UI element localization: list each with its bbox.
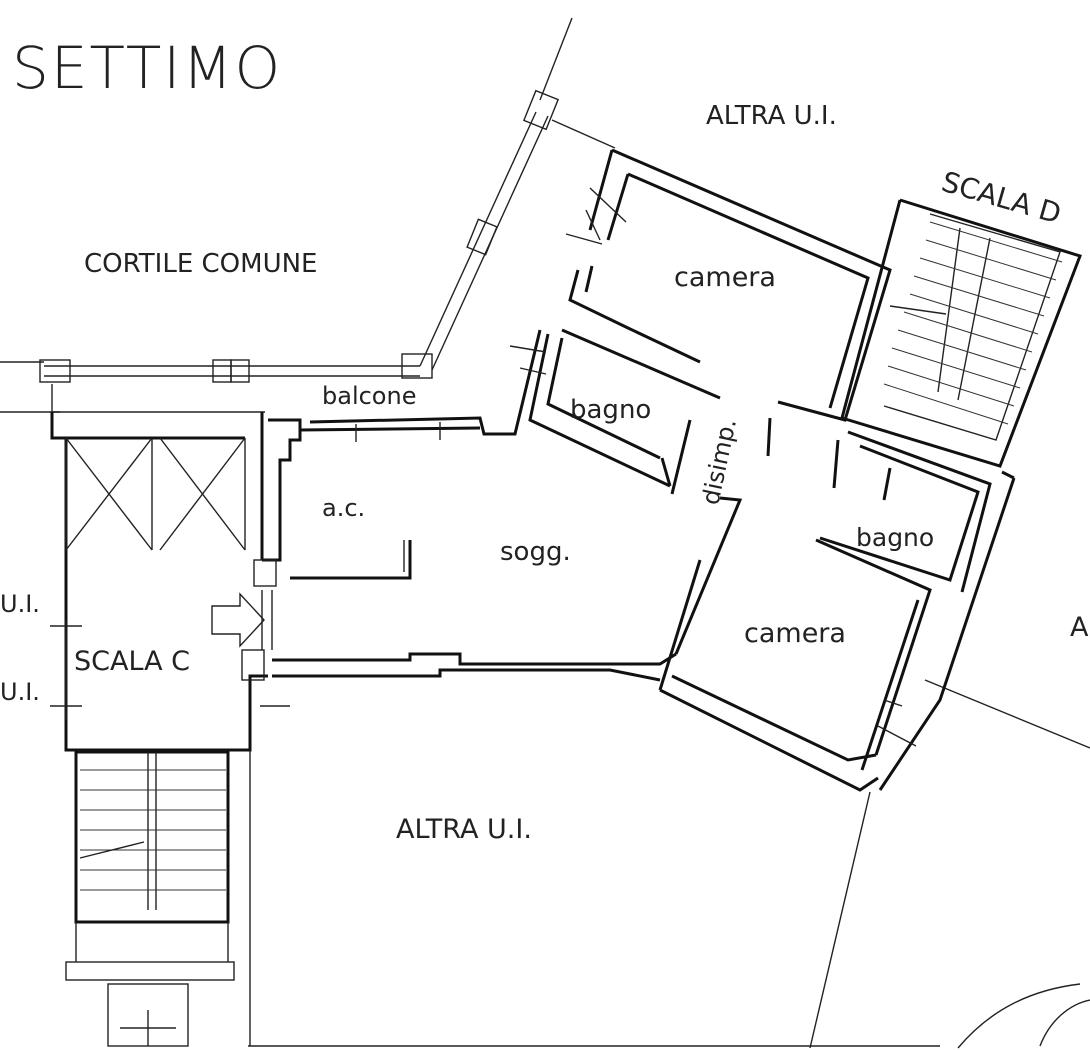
- label-ui-left-1: U.I.: [0, 590, 40, 618]
- label-camera-right: camera: [744, 618, 846, 649]
- label-altra-ui-bottom: ALTRA U.I.: [396, 814, 532, 845]
- label-altra-ui-top: ALTRA U.I.: [706, 101, 837, 131]
- site-lines: [0, 17, 1090, 1049]
- label-scala-c: SCALA C: [74, 646, 190, 677]
- column: [466, 218, 498, 256]
- label-disimp: disimp.: [696, 416, 742, 507]
- stair-c: [50, 412, 290, 1047]
- label-ui-left-2: U.I.: [0, 678, 40, 706]
- label-ac: a.c.: [322, 494, 365, 522]
- label-bagno-mid: bagno: [570, 395, 651, 425]
- floor-title: SETTIMO: [12, 34, 282, 102]
- apartment-walls: [262, 148, 1016, 792]
- label-bagno-right: bagno: [856, 523, 934, 552]
- column: [39, 359, 71, 383]
- balcony-railing: [39, 89, 560, 413]
- label-camera-top: camera: [674, 262, 776, 293]
- label-sogg: sogg.: [500, 537, 571, 567]
- column: [230, 359, 250, 383]
- column: [522, 89, 560, 131]
- label-scala-d: SCALA D: [938, 165, 1065, 230]
- stair-d: [840, 198, 1082, 468]
- entry-arrow-icon: [211, 592, 265, 648]
- window-marks: [509, 187, 917, 747]
- label-cortile-comune: CORTILE COMUNE: [84, 249, 317, 279]
- column: [212, 359, 232, 383]
- signature: [957, 983, 1090, 1049]
- label-balcone: balcone: [322, 382, 416, 410]
- column: [401, 353, 433, 379]
- label-a-right: A: [1070, 612, 1089, 643]
